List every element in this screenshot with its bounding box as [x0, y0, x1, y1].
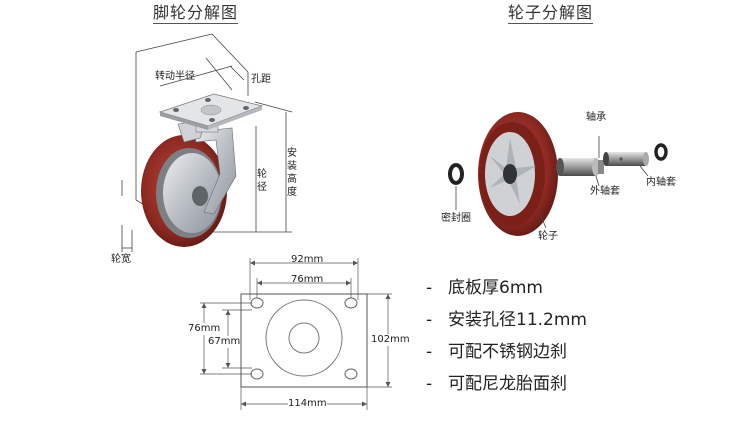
spec-item: -底板厚6mm [426, 278, 543, 298]
dim-top-outer: 92mm [291, 254, 324, 265]
wheel-exploded-illustration [448, 112, 668, 236]
inner-sleeve-label: 内轴套 [646, 177, 676, 188]
bearing-label: 轴承 [586, 112, 606, 123]
caster-illustration [121, 33, 293, 252]
spec-list: -底板厚6mm -安装孔径11.2mm -可配不锈钢边刹 -可配尼龙胎面刹 [426, 272, 587, 400]
spec-item: -可配尼龙胎面刹 [426, 374, 567, 394]
install-height-label: 安装高度 [287, 148, 297, 198]
caster-exploded-title: 脚轮分解图 [153, 3, 239, 24]
dim-top-inner: 76mm [291, 274, 324, 285]
swivel-radius-label: 转动半径 [155, 71, 195, 82]
mounting-plate-drawing [200, 258, 392, 410]
wheel-label: 轮子 [538, 231, 558, 242]
hole-spacing-label: 孔距 [251, 74, 271, 85]
dim-right: 102mm [371, 334, 410, 346]
dim-left-outer: 76mm [188, 323, 221, 335]
spec-item: -安装孔径11.2mm [426, 310, 587, 330]
wheel-diameter-label: 轮径 [257, 169, 267, 193]
seal-ring-label: 密封圈 [441, 213, 471, 224]
outer-sleeve-label: 外轴套 [590, 186, 620, 197]
wheel-width-label: 轮宽 [111, 254, 131, 265]
spec-item: -可配不锈钢边刹 [426, 342, 567, 362]
wheel-exploded-title: 轮子分解图 [508, 3, 594, 24]
dim-left-inner: 67mm [208, 336, 241, 348]
dim-bottom: 114mm [288, 398, 327, 410]
